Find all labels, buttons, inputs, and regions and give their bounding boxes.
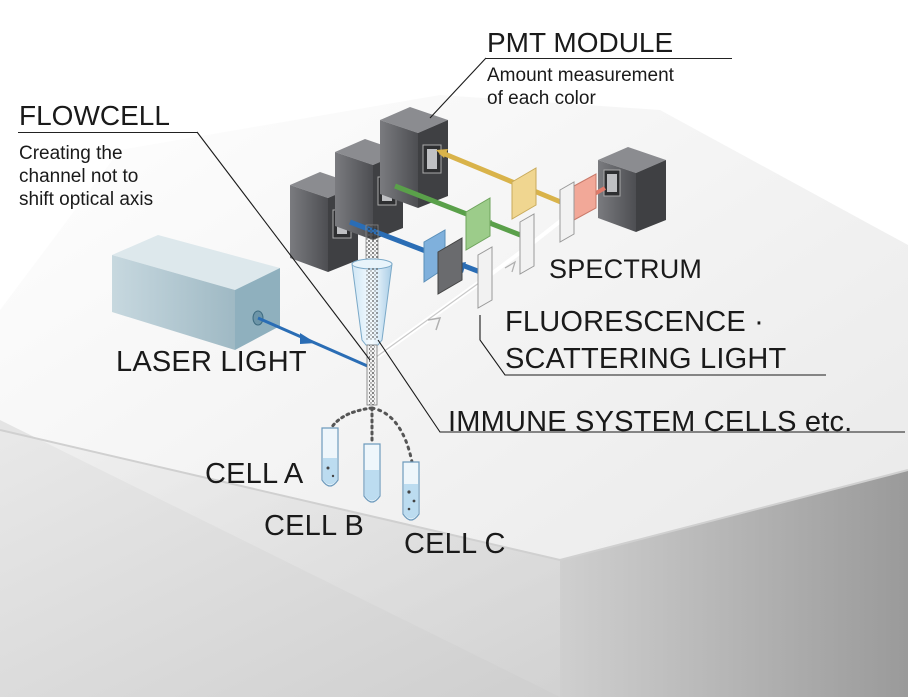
- test-tube-a: [321, 427, 339, 487]
- test-tube-c: [402, 461, 420, 521]
- pmt-module-desc-line-2: of each color: [487, 88, 596, 109]
- yellow-filter: [511, 167, 537, 220]
- fluorescence-label-line-2: SCATTERING LIGHT: [505, 343, 787, 375]
- pmt-module-underline: [486, 58, 732, 59]
- dichroic-mirrors: [477, 181, 575, 309]
- flowcell-desc-line-2: channel not to: [19, 166, 139, 187]
- pmt-module-4: [598, 147, 666, 232]
- pmt-module-desc: Amount measurement of each color: [487, 64, 674, 110]
- cell-b-label: CELL B: [264, 510, 365, 542]
- pmt-module-title: PMT MODULE: [487, 27, 674, 58]
- leader-lines: [196, 57, 905, 433]
- flowcell-desc-line-3: shift optical axis: [19, 189, 154, 210]
- cell-a-label: CELL A: [205, 458, 304, 490]
- green-filter: [465, 197, 491, 251]
- platform: [0, 95, 908, 697]
- flowcell-desc: Creating the channel not to shift optica…: [19, 142, 153, 211]
- laser-light-label: LASER LIGHT: [116, 346, 307, 378]
- flowcell-underline: [18, 132, 198, 133]
- laser-beam: [257, 316, 373, 370]
- test-tube-b: [363, 443, 381, 503]
- yellow-beam: [436, 149, 569, 208]
- cell-c-label: CELL C: [404, 528, 506, 560]
- fluorescence-label-line-1: FLUORESCENCE ·: [505, 306, 764, 338]
- laser-box: [112, 235, 280, 350]
- pmt-module-desc-line-1: Amount measurement: [487, 65, 674, 86]
- flowcell: [351, 224, 393, 406]
- droplet-streams: [328, 406, 414, 464]
- pmt-module-3: [380, 107, 448, 208]
- flowcell-desc-line-1: Creating the: [19, 143, 123, 164]
- grey-filter: [437, 237, 463, 295]
- spectrum-label: SPECTRUM: [549, 254, 703, 284]
- immune-cells-label: IMMUNE SYSTEM CELLS etc.: [448, 406, 853, 438]
- flowcell-title: FLOWCELL: [19, 100, 170, 131]
